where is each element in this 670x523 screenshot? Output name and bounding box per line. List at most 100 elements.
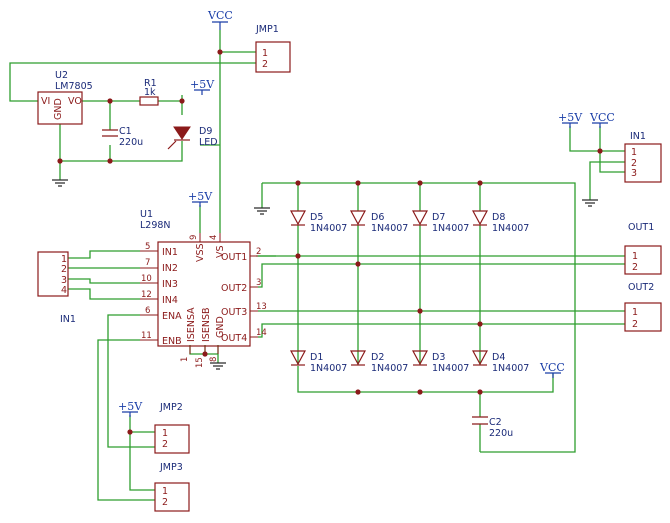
jmp3: JMP3 1 2 [154,462,190,512]
svg-text:2: 2 [256,247,261,257]
svg-text:+5V: +5V [190,78,215,91]
svg-text:1: 1 [262,48,268,59]
svg-text:D9: D9 [199,126,212,137]
svg-text:OUT4: OUT4 [221,333,247,344]
u1-pin-in2: 7 IN2 [140,258,178,274]
u1-pin-out4: 14 OUT4 [221,328,267,344]
svg-text:C2: C2 [489,417,502,428]
diode-d8: D8 1N4007 [471,210,529,234]
d9-led: D9 LED [167,126,218,150]
svg-text:IN3: IN3 [162,279,178,290]
svg-text:2: 2 [631,158,637,169]
svg-text:1: 1 [61,254,67,265]
diode-d5: D5 1N4007 [289,210,347,234]
u1-pin-gnd: 8 GND [209,316,226,362]
svg-text:2: 2 [162,439,168,450]
u1-pin-out2: 3 OUT2 [221,278,261,294]
plus5v-right: +5V [558,111,583,128]
u1-pin-isensa: 1 ISENSA [180,307,197,362]
u1-pin-ena: 6 ENA [140,306,182,322]
svg-text:IN2: IN2 [162,263,178,274]
svg-text:IN4: IN4 [162,295,178,306]
svg-text:D6: D6 [371,212,384,223]
svg-text:D3: D3 [432,352,445,363]
svg-text:1N4007: 1N4007 [492,223,529,234]
diode-d7: D7 1N4007 [411,210,469,234]
svg-text:LED: LED [199,137,218,148]
svg-text:1N4007: 1N4007 [310,223,347,234]
svg-text:VSS: VSS [195,243,206,262]
svg-text:IN1: IN1 [60,314,76,325]
svg-text:VCC: VCC [589,111,615,124]
wires [9,30,625,501]
svg-text:JMP2: JMP2 [159,402,183,413]
plus5v-reg: +5V [190,78,215,95]
svg-text:2: 2 [262,59,268,70]
svg-text:9: 9 [189,235,199,240]
u1-pin-in1: 5 IN1 [140,242,178,258]
svg-text:2: 2 [632,262,638,273]
svg-text:D7: D7 [432,212,445,223]
svg-text:3: 3 [256,278,261,288]
svg-text:1: 1 [632,307,638,318]
svg-text:1: 1 [162,486,168,497]
diode-d3: D3 1N4007 [411,350,469,374]
svg-text:OUT3: OUT3 [221,307,247,318]
svg-text:14: 14 [256,328,267,338]
svg-text:ISENSA: ISENSA [186,307,197,342]
jmp2: JMP2 1 2 [154,402,190,454]
svg-text:VI: VI [41,96,50,107]
svg-text:1: 1 [632,251,638,262]
junctions [57,49,603,435]
u1-pin-enb: 11 ENB [140,331,182,347]
svg-text:D4: D4 [492,352,505,363]
svg-text:2: 2 [162,497,168,508]
svg-text:8: 8 [209,357,219,362]
u1-pin-vs: 4 VS [209,233,226,258]
ground-icon [52,179,68,187]
vcc-top: VCC [207,9,233,30]
svg-text:5: 5 [145,242,150,252]
svg-text:U2: U2 [55,70,68,81]
svg-text:GND: GND [215,316,226,338]
svg-text:OUT1: OUT1 [628,222,654,233]
svg-text:13: 13 [256,302,267,312]
svg-text:IN1: IN1 [162,247,178,258]
u1-pin-in3: 10 IN3 [140,274,178,290]
diode-d2: D2 1N4007 [349,350,408,374]
svg-text:LM7805: LM7805 [55,81,93,92]
u1-pin-out3: 13 OUT3 [221,302,267,318]
svg-text:2: 2 [632,319,638,330]
svg-text:1: 1 [631,147,637,158]
u1-l298n: U1 L298N [140,209,251,347]
c1-capacitor: C1 220u [102,126,143,148]
plus5v-vss: +5V [188,190,213,207]
svg-text:+5V: +5V [558,111,583,124]
svg-text:4: 4 [61,285,67,296]
svg-text:3: 3 [631,168,637,179]
out2-connector: OUT2 1 2 [624,282,662,332]
ground-icon [582,199,598,207]
ground-icon [210,362,226,370]
u2-regulator: U2 LM7805 VI VO GND [37,70,93,125]
out1-connector: OUT1 1 2 [624,222,662,275]
svg-text:220u: 220u [489,428,513,439]
svg-text:1: 1 [162,428,168,439]
svg-text:11: 11 [141,331,152,341]
u1-pin-out1: 2 OUT1 [221,247,261,263]
svg-text:ENA: ENA [162,311,182,322]
svg-text:1N4007: 1N4007 [432,363,469,374]
svg-text:OUT2: OUT2 [628,282,654,293]
svg-text:JMP3: JMP3 [159,462,183,473]
r1-resistor: R1 1k [139,78,159,106]
svg-text:1N4007: 1N4007 [310,363,347,374]
ground-icon [254,207,270,215]
svg-text:R1: R1 [144,78,157,89]
svg-text:IN1: IN1 [630,131,646,142]
u1-pin-isensb: 15 ISENSB [195,308,212,369]
svg-text:+5V: +5V [118,400,143,413]
svg-text:6: 6 [145,306,150,316]
svg-text:VO: VO [68,96,82,107]
diode-d1: D1 1N4007 [289,350,347,374]
